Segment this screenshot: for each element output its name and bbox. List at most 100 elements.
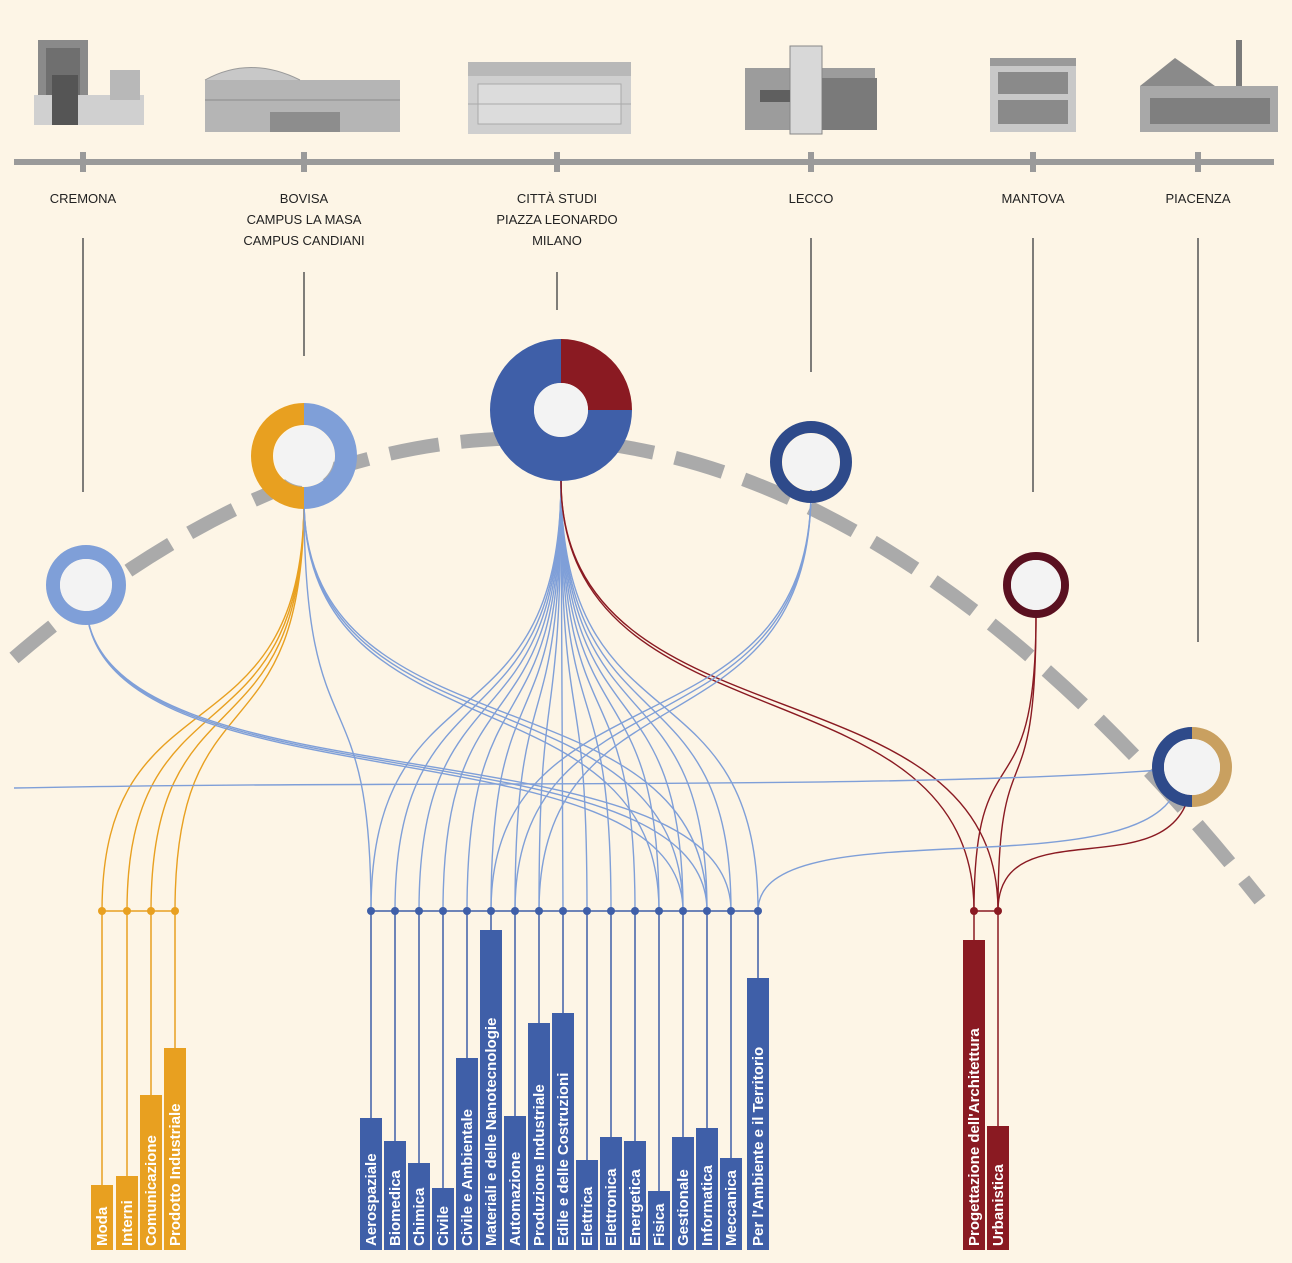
connection-line [560, 479, 660, 912]
timeline-tick [1195, 152, 1201, 172]
course-bar [696, 1128, 718, 1250]
course-label: Energetica [627, 1169, 644, 1246]
piacenza-building-icon [1140, 40, 1278, 132]
connection-line [370, 479, 562, 912]
course-label: Informatica [699, 1164, 716, 1246]
course-label: Per l'Ambiente e il Territorio [750, 1047, 767, 1246]
node-segment [1152, 727, 1193, 807]
connection-line [538, 479, 562, 912]
connection-line [126, 499, 305, 912]
timeline [14, 159, 1274, 165]
node-center [534, 383, 588, 437]
course-bar [648, 1191, 670, 1250]
node-center [60, 559, 112, 611]
node-center [1011, 560, 1061, 610]
connection-line [303, 499, 372, 912]
timeline-tick [301, 152, 307, 172]
connection-line [442, 479, 562, 912]
course-bar [456, 1058, 478, 1250]
connection-line [560, 479, 588, 912]
course-label: Automazione [507, 1152, 524, 1246]
connection-line [757, 769, 1181, 912]
course-label: Moda [94, 1206, 111, 1246]
course-label: Elettronica [603, 1168, 620, 1246]
timeline-tick [80, 152, 86, 172]
connection-line [560, 479, 975, 912]
connection-line [418, 479, 562, 912]
course-label: Materiali e delle Nanotecnologie [483, 1018, 500, 1246]
timeline-tick [1030, 152, 1036, 172]
course-dots [98, 907, 1002, 1191]
connection-line [490, 489, 812, 912]
connection-line [560, 479, 636, 912]
connection-line [560, 479, 759, 912]
campus-label-mantova: MANTOVA [1001, 191, 1064, 206]
campus-label-piacenza: PIACENZA [1165, 191, 1230, 206]
course-bar [672, 1137, 694, 1250]
course-bar [432, 1188, 454, 1250]
connection-line [514, 489, 812, 912]
course-label: Gestionale [675, 1169, 692, 1246]
connection-line [560, 479, 564, 912]
course-bar [164, 1048, 186, 1250]
connection-line [560, 479, 732, 912]
course-bar [624, 1141, 646, 1250]
course-bars: Moda Interni Comunicazione Prodotto Industr… [91, 930, 1009, 1250]
course-bar [480, 930, 502, 1250]
cremona-building-icon [34, 40, 144, 125]
course-bar [504, 1116, 526, 1250]
connection-line [560, 479, 612, 912]
connection-line [150, 499, 305, 912]
connection-line [303, 499, 660, 912]
connection-line [394, 479, 562, 912]
bovisa-building-icon [204, 67, 400, 132]
connection-line [560, 479, 999, 912]
connection-line [101, 499, 305, 912]
course-label: Prodotto Industriale [167, 1104, 184, 1247]
course-bar [987, 1126, 1009, 1250]
node-center [274, 426, 334, 486]
course-bar [91, 1185, 113, 1250]
course-bar [576, 1160, 598, 1250]
node-center [1164, 739, 1220, 795]
connection-line [303, 499, 708, 912]
course-label: Elettrica [579, 1186, 596, 1246]
campus-drop-lines [82, 238, 1199, 642]
timeline-tick [808, 152, 814, 172]
node-segment [251, 403, 305, 509]
connection-line [514, 479, 562, 912]
campus-nodes [46, 339, 1232, 807]
connection-lines [13, 479, 1193, 912]
connection-line [560, 479, 684, 912]
course-label: Chimica [411, 1187, 428, 1246]
connection-line [490, 479, 562, 912]
course-label: Edile e delle Costruzioni [555, 1073, 572, 1246]
connection-line [997, 769, 1193, 912]
course-label: Interni [119, 1200, 136, 1246]
course-bar [747, 978, 769, 1250]
connection-line [466, 479, 562, 912]
course-label: Urbanistica [990, 1164, 1007, 1246]
connection-line [538, 489, 812, 912]
buildings [34, 40, 1278, 135]
connection-line [13, 769, 1161, 789]
timeline-ticks [80, 152, 1201, 172]
course-label: Produzione Industriale [531, 1084, 548, 1246]
mantova-building-icon [990, 58, 1076, 132]
course-label: Aerospaziale [363, 1153, 380, 1246]
course-label: Meccanica [723, 1169, 740, 1246]
course-bar [360, 1118, 382, 1250]
node-segment [1191, 727, 1232, 807]
connection-line [303, 499, 684, 912]
course-bar [600, 1137, 622, 1250]
course-label: Biomedica [387, 1169, 404, 1246]
node-center [783, 434, 839, 490]
connection-line [174, 499, 305, 912]
course-bar [552, 1013, 574, 1250]
course-bar [963, 940, 985, 1250]
course-label: Comunicazione [143, 1135, 160, 1246]
citta-studi-building-icon [468, 62, 631, 134]
